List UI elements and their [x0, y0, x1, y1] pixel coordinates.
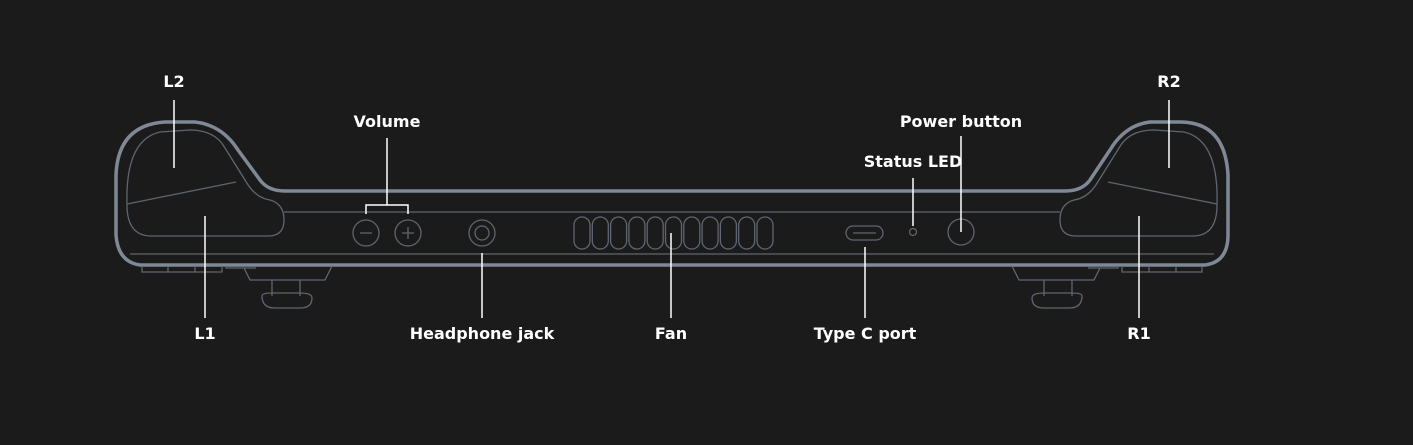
device-details	[126, 129, 1218, 309]
fan-slot	[628, 216, 646, 250]
volume-down-button	[352, 219, 380, 247]
fan-slot	[591, 216, 609, 250]
label-type-c-port: Type C port	[813, 324, 917, 343]
label-r1: R1	[1127, 324, 1151, 343]
label-power-button: Power button	[899, 112, 1023, 131]
label-fan: Fan	[654, 324, 688, 343]
headphone-jack	[468, 219, 496, 247]
fan-slot	[756, 216, 774, 250]
label-volume: Volume	[353, 112, 421, 131]
fan-slot	[738, 216, 756, 250]
fan-slot	[683, 216, 701, 250]
label-l1: L1	[194, 324, 216, 343]
volume-up-button	[394, 219, 422, 247]
label-status-led: Status LED	[863, 152, 963, 171]
label-r2: R2	[1157, 72, 1181, 91]
fan-grille	[573, 216, 774, 250]
label-headphone-jack: Headphone jack	[409, 324, 555, 343]
fan-slot	[701, 216, 719, 250]
type-c-port	[845, 225, 884, 241]
fan-slot	[664, 216, 683, 250]
device-outline	[114, 120, 1230, 267]
fan-slot	[719, 216, 738, 250]
fan-slot	[573, 216, 591, 250]
fan-slot	[646, 216, 664, 250]
status-led	[908, 227, 918, 237]
fan-slot	[609, 216, 628, 250]
leader-lines	[173, 100, 1170, 318]
plus-icon	[402, 227, 414, 239]
label-l2: L2	[163, 72, 185, 91]
